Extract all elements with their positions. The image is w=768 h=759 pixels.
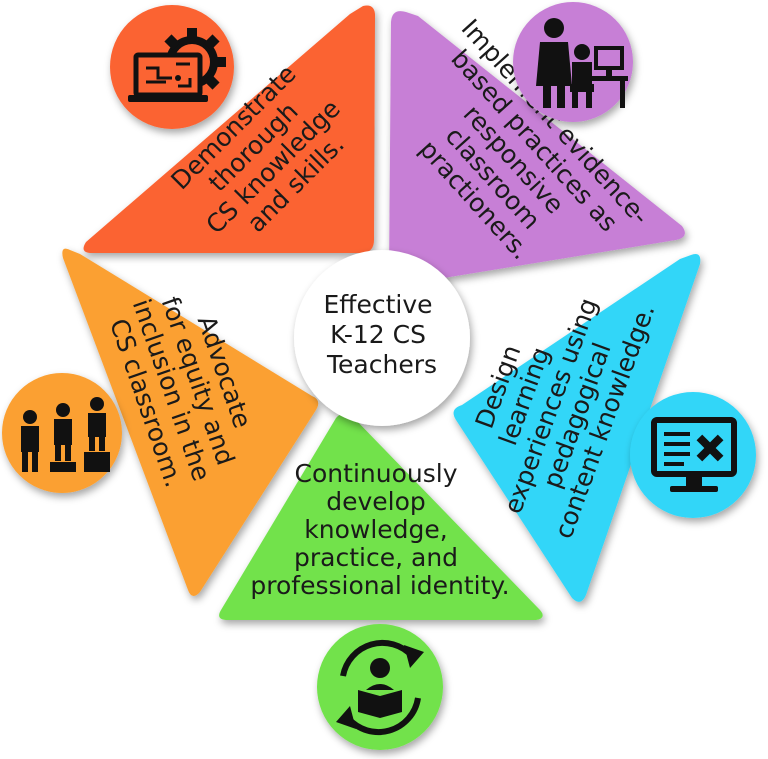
teacher-student-computer-icon	[513, 2, 633, 122]
segment-knowledge	[83, 5, 376, 253]
computer-gear-icon	[110, 5, 234, 129]
center-hub	[294, 250, 470, 426]
segment-knowledge-shape	[83, 5, 376, 253]
segment-design	[453, 254, 701, 602]
segment-develop-text: Continuously develop knowledge, practice…	[250, 459, 509, 600]
center-title: Effective K-12 CS Teachers	[323, 290, 440, 379]
people-on-boxes-icon	[2, 373, 122, 493]
segment-develop-shape	[219, 413, 543, 620]
segment-practice-shape	[389, 11, 685, 286]
segment-design-shape	[453, 254, 701, 602]
segment-equity	[62, 248, 319, 597]
segment-develop	[219, 413, 543, 620]
monitor-pencil-ruler-icon	[630, 392, 756, 518]
reader-cycle-icon	[317, 624, 443, 750]
segment-equity-shape	[62, 248, 319, 597]
segment-practice	[389, 11, 685, 286]
